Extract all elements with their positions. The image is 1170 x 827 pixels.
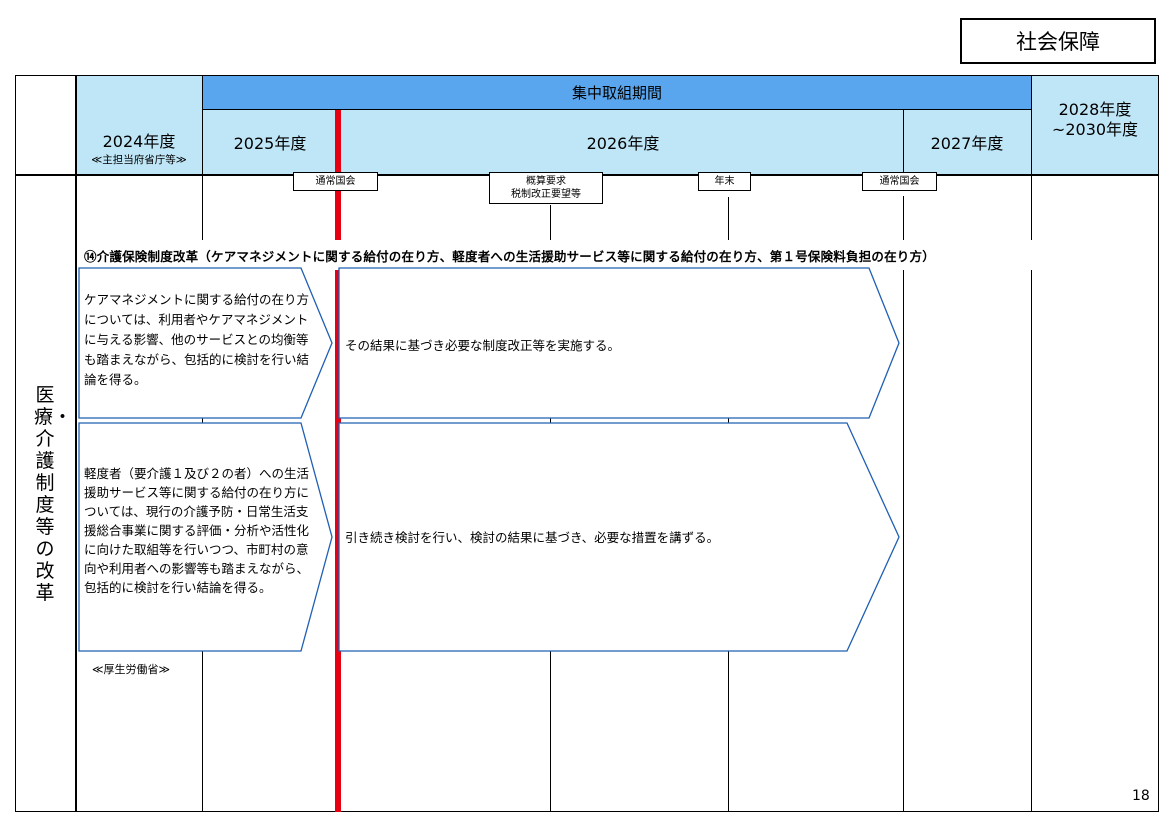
fy2024-label: 2024年度 bbox=[102, 131, 176, 151]
item-title-band bbox=[78, 240, 1038, 270]
event-ordinary-diet-1: 通常国会 bbox=[293, 172, 378, 191]
fy2027-label: 2027年度 bbox=[930, 134, 1004, 153]
fy2025-label: 2025年度 bbox=[233, 134, 307, 153]
event-year-end: 年末 bbox=[698, 172, 751, 191]
section-title-cell: 医療・介護制度等の改革 bbox=[15, 175, 75, 812]
header-fy2028-cell bbox=[1031, 75, 1159, 174]
row2-right-text: 引き続き検討を行い、検討の結果に基づき、必要な措置を講ずる。 bbox=[345, 530, 720, 545]
table-outer-border bbox=[15, 75, 1159, 812]
event-ordinary-diet-2: 通常国会 bbox=[862, 172, 937, 191]
intensive-period-label: 集中取組期間 bbox=[571, 84, 662, 102]
page-number: 18 bbox=[1132, 788, 1150, 804]
event-budget-request: 概算要求 税制改正要望等 bbox=[489, 172, 603, 204]
fy2024-sub-label: ≪主担当府省庁等≫ bbox=[91, 153, 187, 166]
row1-left-text: ケアマネジメントに関する給付の在り方については、利用者やケアマネジメントに与える… bbox=[84, 292, 310, 387]
row1-right-arrow bbox=[338, 267, 900, 419]
header-fy2024-cell bbox=[75, 75, 203, 174]
row2-left-arrow bbox=[78, 422, 333, 652]
responsible-ministry: ≪厚生労働省≫ bbox=[92, 663, 171, 676]
row2-left-text: 軽度者（要介護１及び２の者）への生活援助サービス等に関する給付の在り方については… bbox=[84, 466, 310, 595]
intensive-period-band: 集中取組期間 bbox=[203, 75, 1031, 110]
fy2028-label-line2: ~2030年度 bbox=[1051, 120, 1139, 139]
fy2028-label-line1: 2028年度 bbox=[1058, 100, 1132, 119]
current-position-marker bbox=[335, 110, 341, 812]
fy2026-label: 2026年度 bbox=[586, 134, 660, 153]
row1-left-arrow bbox=[78, 267, 333, 419]
header-years-band bbox=[203, 110, 1031, 174]
category-label: 社会保障 bbox=[960, 18, 1156, 64]
item-title: ⑭介護保険制度改革（ケアマネジメントに関する給付の在り方、軽度者への生活援助サー… bbox=[84, 249, 935, 264]
header-fy2028: 2028年度 ~2030年度 bbox=[1031, 95, 1159, 145]
row1-right-text: その結果に基づき必要な制度改正等を実施する。 bbox=[345, 338, 621, 353]
row2-right-arrow bbox=[338, 422, 900, 652]
header-fy2024: 2024年度 ≪主担当府省庁等≫ bbox=[75, 125, 203, 169]
